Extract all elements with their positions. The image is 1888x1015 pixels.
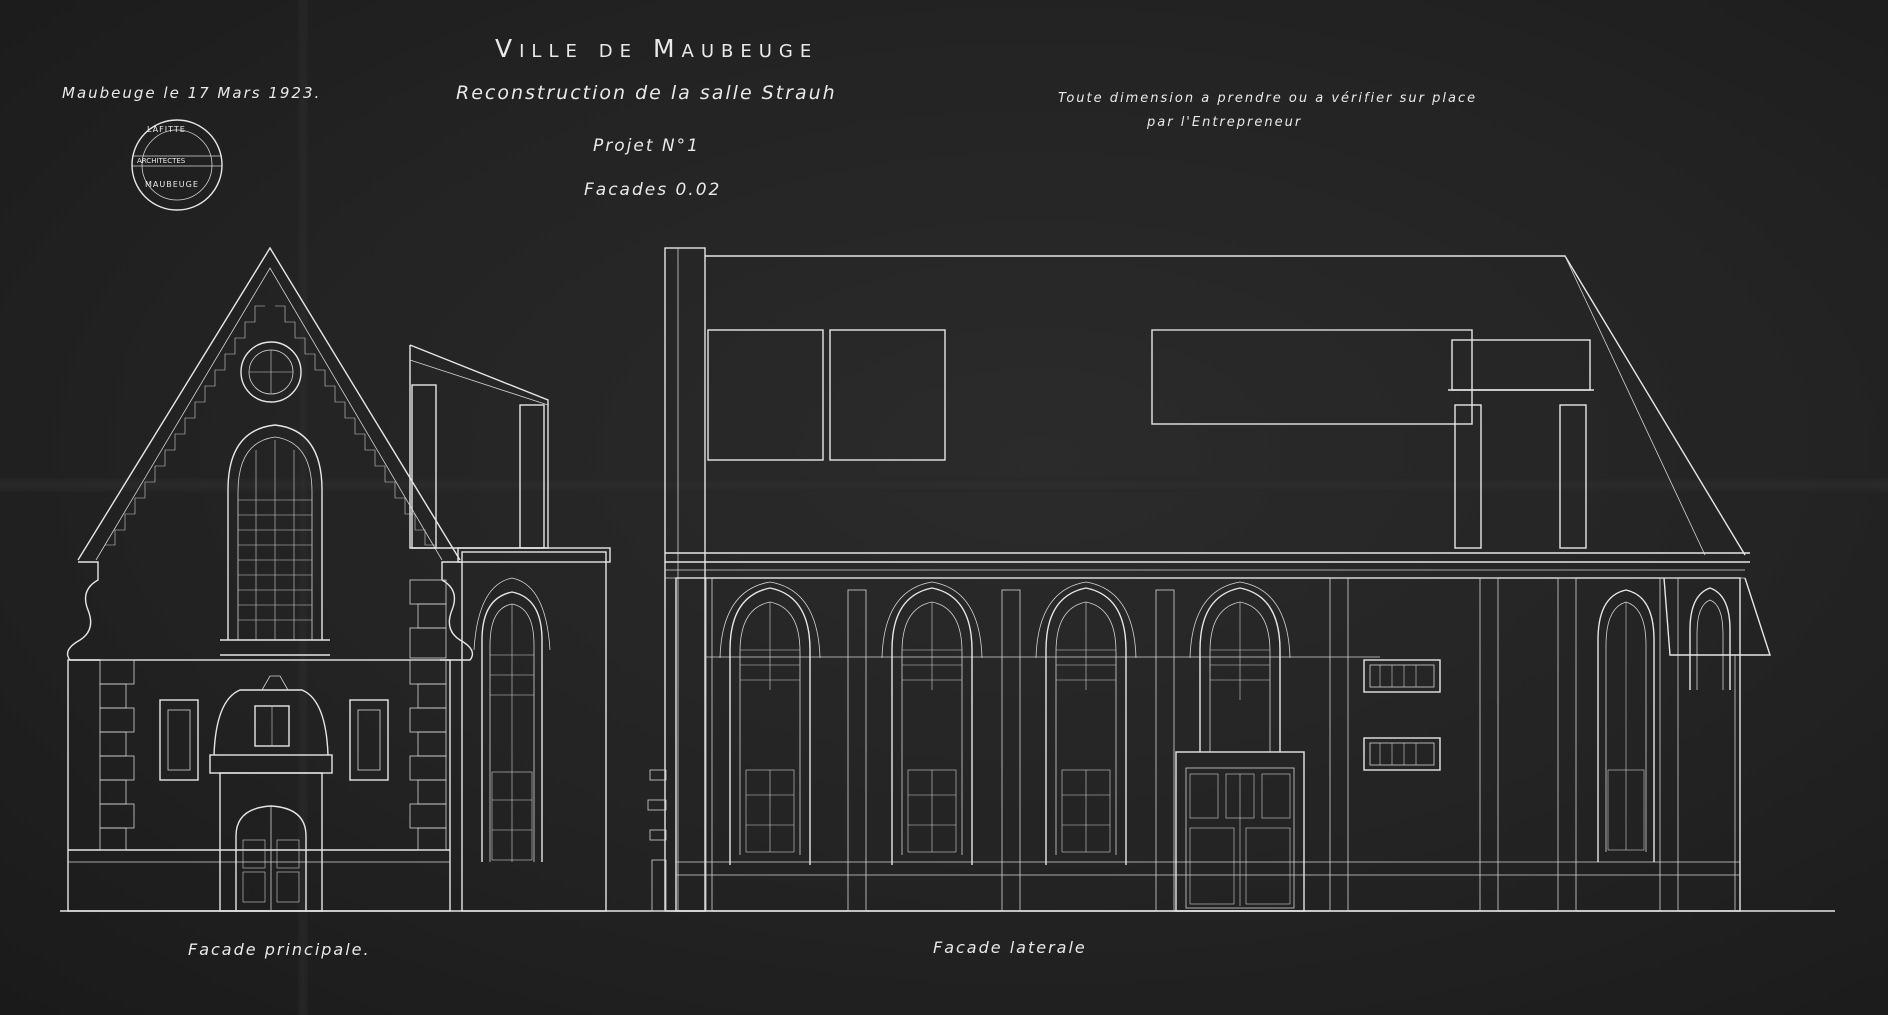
caption-main-facade: Facade principale. xyxy=(188,940,371,959)
main-facade xyxy=(66,246,474,912)
project-number: Projet N°1 xyxy=(593,136,700,156)
lateral-facade xyxy=(647,247,1771,912)
sheet-subtitle: Reconstruction de la salle Strauh xyxy=(456,82,837,104)
sheet-date: Maubeuge le 17 Mars 1923. xyxy=(62,84,322,102)
gothic-window xyxy=(1035,581,1137,865)
gothic-window xyxy=(719,581,821,865)
gothic-window xyxy=(881,581,983,865)
stamp-top-text: LAFITTE xyxy=(147,125,186,134)
stamp-bottom-text: MAUBEUGE xyxy=(145,180,199,189)
gothic-window xyxy=(1189,581,1291,752)
contractor-note-line1: Toute dimension a prendre ou a vérifier … xyxy=(1058,91,1478,106)
drawing-scale: Facades 0.02 xyxy=(584,180,722,200)
stamp-middle-text: ARCHITECTES xyxy=(137,157,186,165)
contractor-note-line2: par l'Entrepreneur xyxy=(1147,115,1303,130)
architect-stamp xyxy=(131,119,223,211)
fold-crease-horizontal xyxy=(0,478,1888,492)
caption-lateral-facade: Facade laterale xyxy=(933,938,1087,957)
side-entrance-door xyxy=(1175,751,1305,912)
side-wing xyxy=(409,344,611,912)
fold-crease-vertical xyxy=(298,0,308,1015)
sheet-title: Ville de Maubeuge xyxy=(495,34,819,63)
